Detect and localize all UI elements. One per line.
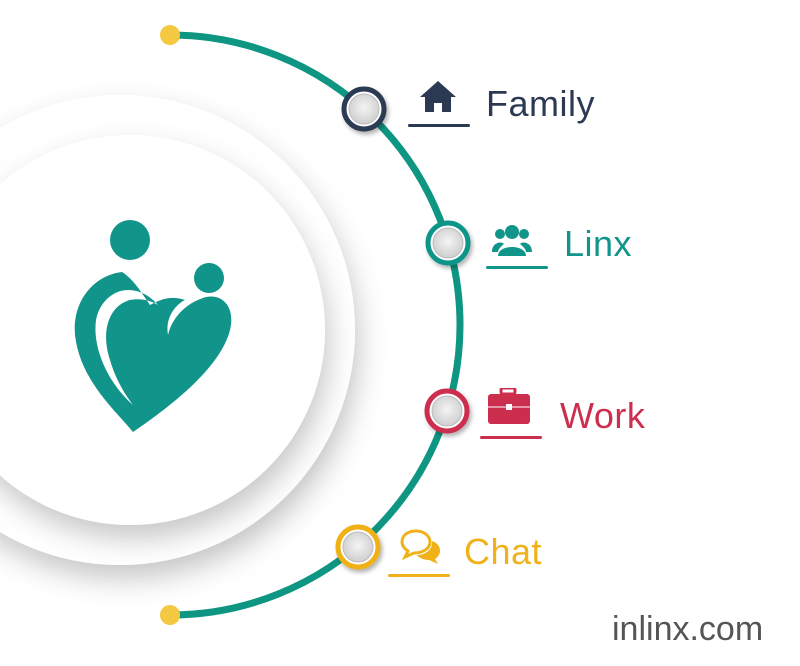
- label-linx: Linx: [564, 223, 633, 264]
- node-family[interactable]: [341, 86, 387, 132]
- briefcase-icon: [488, 386, 530, 431]
- label-work: Work: [560, 395, 646, 436]
- arc-endpoint-bottom: [160, 605, 180, 625]
- website-url: inlinx.com: [612, 610, 764, 648]
- home-icon: [418, 78, 460, 121]
- timeline-arc: [169, 31, 464, 619]
- label-underline: [388, 574, 450, 577]
- users-icon: [492, 222, 534, 265]
- label-underline: [486, 266, 548, 269]
- arc-endpoint-top: [160, 25, 180, 45]
- node-chat[interactable]: [335, 524, 381, 570]
- label-family: Family: [486, 83, 595, 124]
- label-underline: [408, 124, 470, 127]
- node-linx[interactable]: [425, 220, 471, 266]
- label-underline: [480, 436, 542, 439]
- logo-heart-family-icon: [74, 220, 232, 432]
- label-chat: Chat: [464, 531, 543, 572]
- node-work[interactable]: [424, 388, 470, 434]
- chat-bubbles-icon: [400, 528, 442, 571]
